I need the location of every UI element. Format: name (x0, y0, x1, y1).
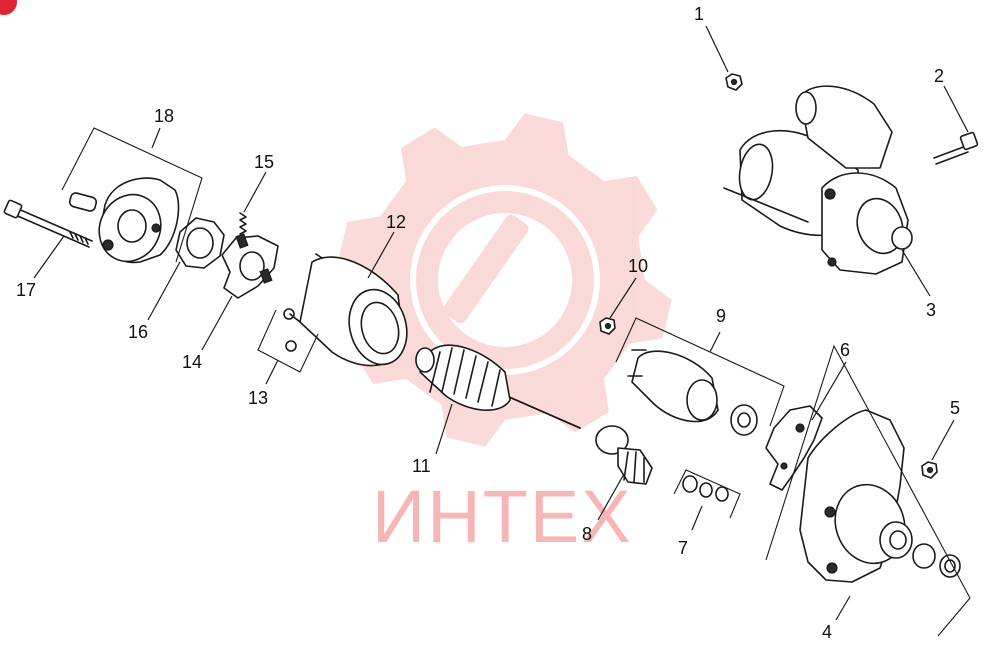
bracket-7 (673, 469, 741, 531)
watermark-text: ИНТЕХ (372, 475, 633, 558)
part-7-washers (682, 475, 729, 502)
callout-18: 18 (154, 106, 174, 126)
part-17-through-bolt (3, 199, 93, 248)
callout-8: 8 (582, 524, 592, 544)
part-3-starter-assembly (723, 85, 913, 275)
callout-15: 15 (254, 152, 274, 172)
part-5-nut (921, 461, 938, 479)
part-11-armature (415, 344, 581, 429)
callout-17: 17 (16, 280, 36, 300)
part-13-screws (283, 308, 297, 352)
callout-5: 5 (950, 398, 960, 418)
part-1-nut (725, 73, 743, 91)
part-10-nut (599, 317, 616, 335)
bracket-18 (61, 127, 203, 263)
callout-3: 3 (926, 300, 936, 320)
bracket-4 (765, 344, 971, 637)
callout-16: 16 (128, 322, 148, 342)
part-9-solenoid (627, 349, 758, 436)
part-12-yoke (289, 253, 408, 367)
callout-9: 9 (716, 306, 726, 326)
callout-6: 6 (840, 340, 850, 360)
part-8-pinion-drive (595, 425, 653, 485)
callout-2: 2 (934, 66, 944, 86)
leader-lines (33, 25, 969, 521)
part-4-drive-housing (799, 409, 961, 583)
part-18-rear-end-frame (68, 177, 180, 264)
part-2-bolt (933, 131, 979, 165)
bracket-13 (257, 309, 319, 385)
callout-7: 7 (678, 538, 688, 558)
part-16-gasket (175, 217, 225, 269)
part-14-brush-holder (221, 233, 279, 299)
callout-13: 13 (248, 388, 268, 408)
corner-badge (0, 0, 17, 15)
callout-labels: 1 2 3 4 5 6 7 8 9 10 11 12 13 14 15 16 1… (16, 4, 960, 642)
callout-12: 12 (386, 212, 406, 232)
part-15-brush-spring (239, 212, 247, 235)
callout-10: 10 (628, 256, 648, 276)
callout-14: 14 (182, 352, 202, 372)
bracket-9 (615, 317, 785, 427)
callout-4: 4 (822, 622, 832, 642)
callout-1: 1 (694, 4, 704, 24)
callout-11: 11 (412, 456, 431, 476)
